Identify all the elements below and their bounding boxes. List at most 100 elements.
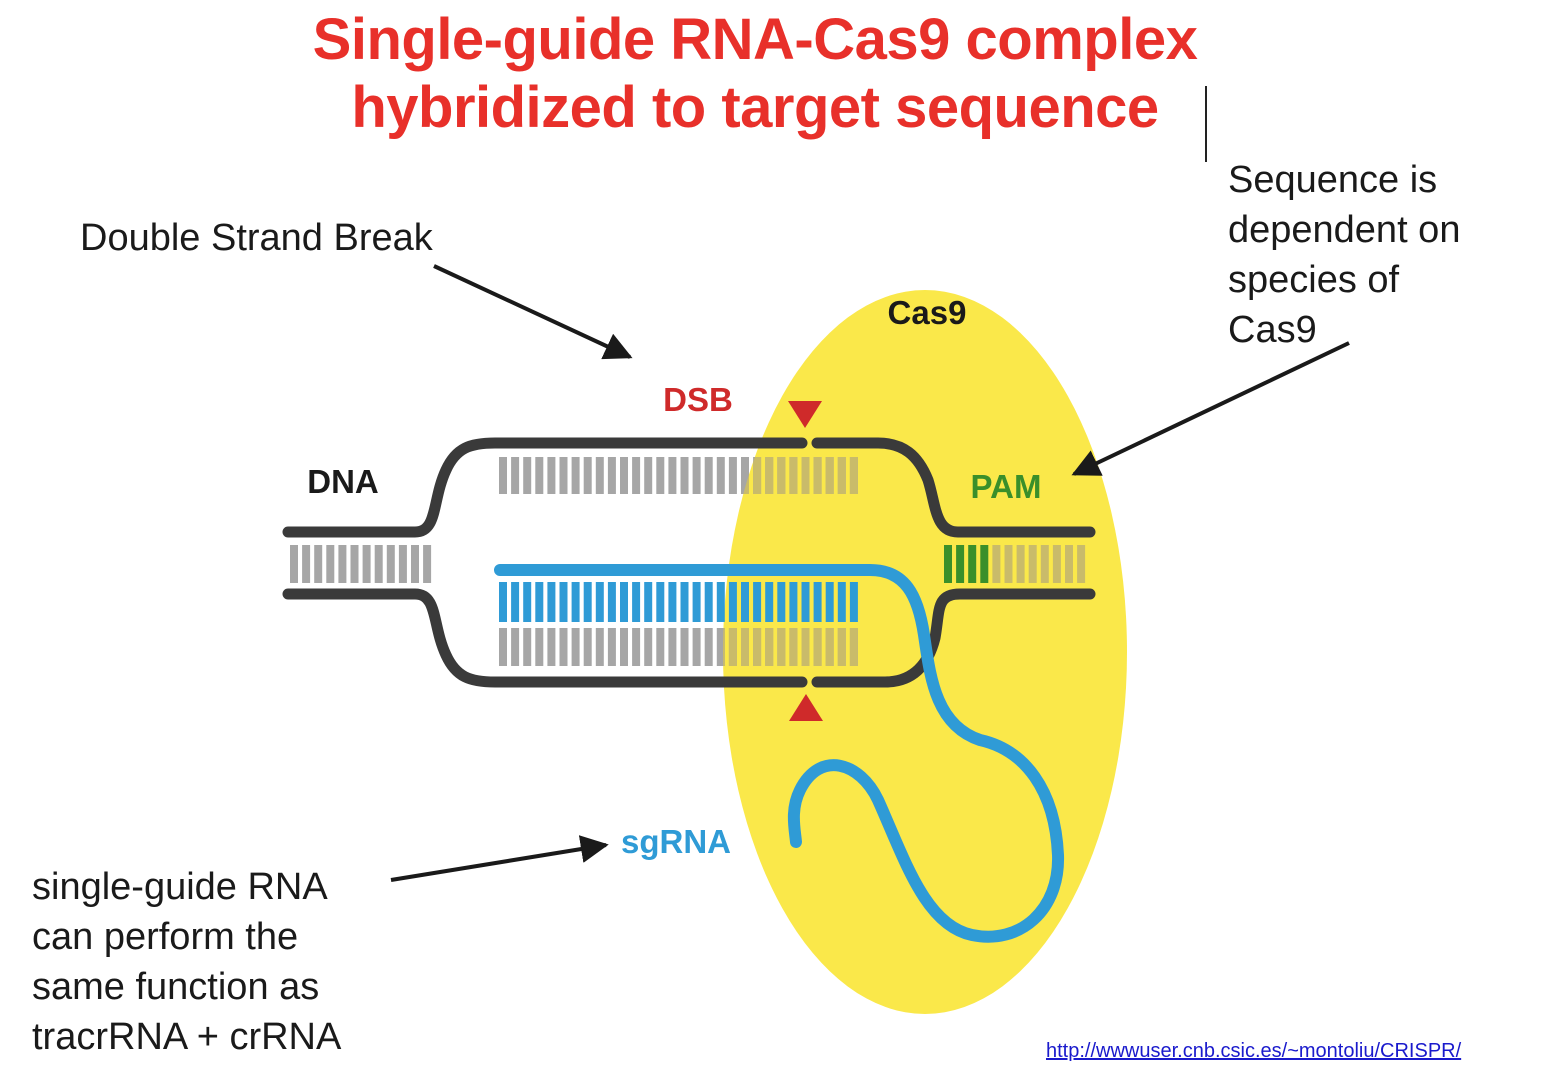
dna-base-pair (386, 545, 395, 583)
dna-base-pair (362, 545, 371, 583)
dna-base (704, 457, 713, 494)
sgrna-base (704, 582, 713, 622)
dna-base (680, 628, 689, 666)
sgrna-base (825, 582, 834, 622)
dna-base-tinted (789, 628, 798, 666)
sgrna-base (499, 582, 507, 622)
dna-base (511, 628, 520, 666)
dna-base (656, 457, 665, 494)
pam-base-pair (1040, 545, 1049, 583)
dna-base (632, 457, 641, 494)
dna-base-pair (290, 545, 298, 583)
sgrna-base (728, 582, 737, 622)
sgrna-base (849, 582, 858, 622)
dna-base-tinted (801, 628, 810, 666)
sgrna-base (777, 582, 786, 622)
sgrna-base (801, 582, 810, 622)
dna-base-pair (350, 545, 359, 583)
dna-base (535, 628, 544, 666)
sgrna-annotation: single-guide RNA can perform the same fu… (32, 862, 341, 1062)
dna-base-tinted (777, 457, 786, 494)
pam-base-pair (1065, 545, 1073, 583)
dna-strands (282, 437, 1096, 688)
source-link[interactable]: http://wwwuser.cnb.csic.es/~montoliu/CRI… (1046, 1040, 1462, 1062)
dna-bottom-strand-right (811, 588, 1096, 688)
dna-base (680, 457, 689, 494)
pam-annotation-line: Sequence is (1228, 159, 1438, 201)
dna-base-tinted (765, 628, 774, 666)
pam-label: PAM (971, 468, 1042, 505)
dna-base (499, 628, 507, 666)
dna-base (704, 628, 713, 666)
pam-annotation-line: species of (1228, 259, 1400, 301)
dna-base-pair (338, 545, 347, 583)
dna-base (716, 628, 725, 666)
dna-base (716, 457, 725, 494)
dna-base (547, 457, 556, 494)
cas9-label: Cas9 (888, 294, 967, 331)
dna-base (547, 628, 556, 666)
slide-title: Single-guide RNA-Cas9 complex hybridized… (0, 6, 1510, 142)
dna-base-tinted (813, 457, 822, 494)
sgrna-base (644, 582, 653, 622)
dsb-marker-top (788, 401, 822, 428)
sgrna-base (559, 582, 568, 622)
dna-base-tinted (825, 628, 834, 666)
dna-top-strand-right (811, 437, 1096, 538)
dna-base (620, 457, 628, 494)
dna-base-pair (302, 545, 311, 583)
pam-base-pair (980, 545, 989, 583)
pam-base-pair (1077, 545, 1086, 583)
pam-callout-arrow (1071, 341, 1350, 476)
pam-annotation-line: dependent on (1228, 209, 1461, 251)
sgrna-base (607, 582, 616, 622)
sgrna-base (547, 582, 556, 622)
sgrna-base (535, 582, 544, 622)
dna-base-pair (398, 545, 407, 583)
dna-base (511, 457, 520, 494)
dna-base (656, 628, 665, 666)
sgrna-base (765, 582, 774, 622)
dna-base-pair (326, 545, 335, 583)
dna-base (595, 628, 604, 666)
dna-base (595, 457, 604, 494)
sgrna-base (692, 582, 701, 622)
sgrna-base (741, 582, 749, 622)
sgrna-base (837, 582, 846, 622)
dna-base (607, 457, 616, 494)
pam-base-pair (1016, 545, 1025, 583)
sgrna-base (680, 582, 689, 622)
dsb-annotation-text: Double Strand Break (80, 217, 433, 259)
sgrna-callout-arrow (390, 835, 609, 882)
dna-base (692, 457, 701, 494)
dna-base-tinted (777, 628, 786, 666)
sgrna-label: sgRNA (621, 823, 731, 860)
text-cursor (1205, 86, 1207, 162)
pam-base-pair (992, 545, 1001, 583)
dna-base (583, 628, 592, 666)
sgrna-annotation-line: can perform the (32, 916, 299, 958)
dna-base (559, 628, 568, 666)
dsb-label: DSB (663, 381, 733, 418)
dsb-callout-arrow (433, 264, 633, 360)
pam-base-pair (1028, 545, 1037, 583)
pam-base-pair (1052, 545, 1061, 583)
pam-base-pair (944, 545, 952, 583)
dna-base-tinted (723, 628, 725, 666)
pam-annotation: Sequence is dependent on species of Cas9 (1228, 155, 1460, 355)
title-line-2: hybridized to target sequence (351, 75, 1159, 140)
dna-base-tinted (837, 628, 846, 666)
dna-base-tinted (825, 457, 834, 494)
dna-base-tinted (728, 628, 737, 666)
sgrna-annotation-line: single-guide RNA (32, 866, 328, 908)
dna-base (583, 457, 592, 494)
dna-base (632, 628, 641, 666)
dna-base-tinted (741, 628, 749, 666)
dna-base-tinted (789, 457, 798, 494)
dna-base (535, 457, 544, 494)
dna-base-pair (423, 545, 432, 583)
dna-base-tinted (765, 457, 774, 494)
dna-base (644, 457, 653, 494)
dna-base (644, 628, 653, 666)
